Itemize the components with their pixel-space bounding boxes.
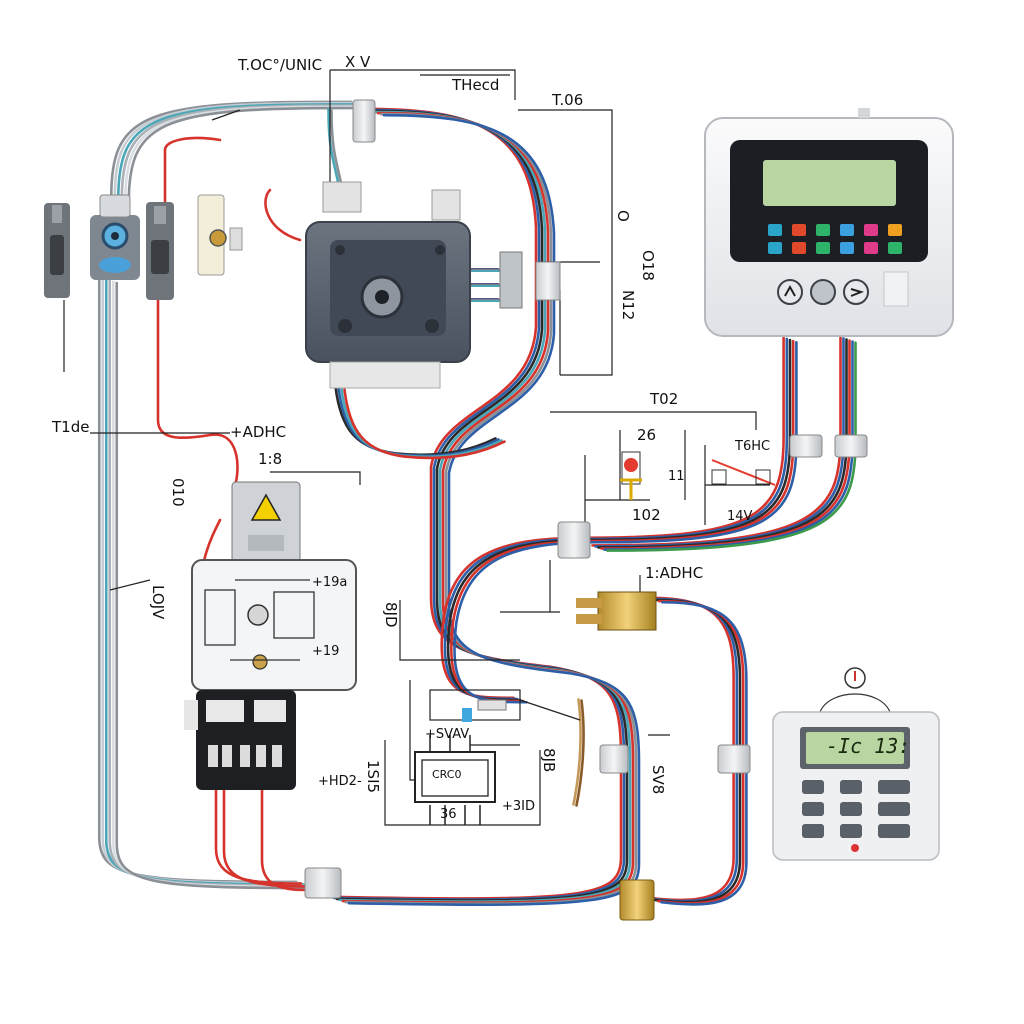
thermostat-key[interactable] (888, 242, 902, 254)
thermostat-key[interactable] (768, 242, 782, 254)
brass-terminal-icon (576, 591, 657, 631)
label-center-chip: CRC0 (432, 768, 462, 781)
control-module-icon (305, 181, 471, 389)
wire-red-to-warning (156, 298, 239, 487)
wire-module-right-stubs (466, 268, 504, 302)
label-sensor-t6hc: T6HC (735, 439, 771, 454)
thermostat-key[interactable] (840, 224, 854, 236)
wire-module-bottom (334, 385, 506, 460)
label-left-t1de: T1de (52, 418, 90, 436)
label-left-vert-010: 010 (169, 478, 187, 507)
wire-fuse-red-a (214, 782, 311, 888)
wire-harness-layer (97, 100, 857, 907)
harness-clamps (304, 99, 868, 921)
wire-bundle-thermostat (440, 336, 798, 704)
label-center-hd2: +HD2- (318, 774, 362, 789)
terminal-block-icon (197, 194, 243, 276)
thermostat-small-key[interactable] (840, 780, 862, 794)
wire-fuse-red-b (260, 783, 307, 892)
thermostat-key[interactable] (816, 224, 830, 236)
thermostat-small-key[interactable] (802, 780, 824, 794)
wire-red-loop-top (163, 136, 222, 212)
sensor-schematic-icon (620, 451, 776, 500)
thermostat-small-key[interactable] (878, 780, 910, 794)
thermostat-key[interactable] (888, 224, 902, 236)
connector-right-icon (146, 202, 174, 300)
label-relay-19b: +19 (312, 644, 340, 659)
thermostat-small-key[interactable] (802, 802, 824, 816)
thermostat-small-key[interactable] (878, 824, 910, 838)
wire-bundle-center-trunk (329, 107, 641, 907)
thermostat-small-key[interactable] (840, 802, 862, 816)
thermostat-key[interactable] (840, 242, 854, 254)
thermostat-small-key[interactable] (840, 824, 862, 838)
label-right-vert-o: O (614, 210, 632, 222)
label-top-left-title: T.OC°/UNIC (238, 56, 323, 74)
label-sensor-11: 11 (668, 469, 685, 484)
thermostat-key[interactable] (792, 224, 806, 236)
label-top-thecd: THecd (452, 76, 500, 94)
label-sensor-102: 102 (632, 506, 661, 524)
fuse-block-icon (184, 690, 296, 790)
terminal-strip-right (499, 251, 561, 309)
label-center-3id: +3ID (502, 799, 536, 814)
label-center-svav: +SVAV (425, 727, 470, 742)
thermostat-key[interactable] (768, 224, 782, 236)
warning-icon (231, 481, 301, 563)
wire-bundle-left-vertical (97, 275, 316, 890)
wire-bundle-right-loop (647, 596, 748, 906)
connector-left-icon (44, 203, 70, 298)
label-right-vert-sv: SV8 (649, 765, 667, 795)
thermostat-key[interactable] (864, 242, 878, 254)
label-center-vert-8jb: 8JB (540, 748, 558, 773)
label-sensor-26: 26 (637, 426, 657, 444)
thermostat-key[interactable] (792, 242, 806, 254)
label-left-vert-lojv: LOJV (149, 585, 167, 620)
thermostat-key[interactable] (864, 224, 878, 236)
thermostat-large-icon[interactable] (704, 108, 954, 337)
connector-center-icon (90, 194, 140, 280)
label-center-vert-1ste: 1SI5 (364, 760, 382, 794)
label-sensor-14v: 14V (727, 509, 753, 524)
label-center-vert-8jd: 8JD (382, 602, 400, 628)
wire-bundle-top-left (109, 100, 371, 205)
thermostat-small-lcd: -Ic 13: (826, 734, 911, 758)
label-relay-19a: +19a (312, 575, 348, 590)
label-top-t06: T.06 (552, 91, 584, 109)
thermostat-small-icon[interactable] (772, 667, 940, 861)
dimension-lines (63, 69, 770, 826)
label-left-18: 1:8 (258, 450, 283, 468)
thermostat-key[interactable] (816, 242, 830, 254)
label-center-36: 36 (440, 807, 457, 822)
label-top-xv: X V (345, 53, 371, 71)
wire-red-module-left (264, 188, 302, 242)
label-mid-1adhc: 1:ADHC (645, 564, 704, 582)
label-mid-t02: T02 (650, 390, 679, 408)
wire-drop-to-module (327, 108, 343, 187)
label-right-vert-o18: O18 (639, 250, 657, 281)
wire-twisted-pair (572, 698, 585, 807)
thermostat-small-key[interactable] (802, 824, 824, 838)
schematic-chip-icon (414, 689, 521, 825)
label-right-vert-n12: N12 (619, 290, 637, 321)
label-left-adhc: +ADHC (230, 423, 287, 441)
thermostat-small-key[interactable] (878, 802, 910, 816)
